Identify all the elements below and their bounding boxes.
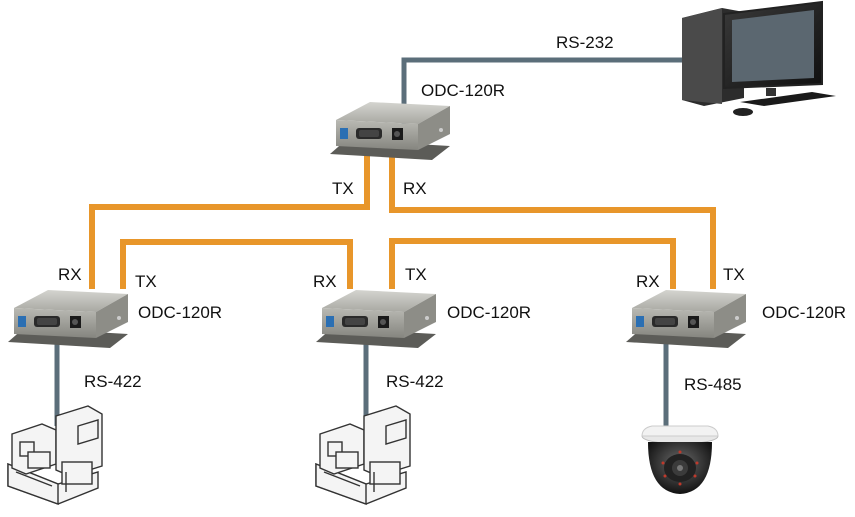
odc-converter-hub-icon [330,102,450,160]
fiber-left-tx-to-middle-rx [120,239,353,289]
odc-converter-left-icon [8,290,128,348]
odc-converter-middle-icon [316,290,436,348]
hub-rx-label: RX [403,179,427,198]
fiber-hub-tx-to-left-rx [89,146,370,289]
middle-model-label: ODC-120R [447,303,532,322]
hub-model-label: ODC-120R [421,81,506,100]
left-model-label: ODC-120R [138,303,223,322]
rs232-label: RS-232 [556,33,614,52]
rs232-cable [401,57,690,124]
hub-tx-label: TX [332,179,354,198]
middle-tx-label: TX [405,265,427,284]
right-model-label: ODC-120R [762,303,847,322]
industrial-machine-middle-icon [315,405,411,505]
desktop-computer-icon [682,0,836,116]
odc-converter-right-icon [626,290,746,348]
dome-camera-icon [641,425,719,494]
middle-rx-label: RX [313,272,337,291]
right-serial-label: RS-485 [684,375,742,394]
fiber-right-tx-to-hub-rx [389,146,716,289]
right-tx-label: TX [723,265,745,284]
right-rx-label: RX [636,272,660,291]
left-rx-label: RX [58,265,82,284]
fiber-middle-tx-to-right-rx [389,238,676,289]
left-tx-label: TX [135,272,157,291]
middle-serial-label: RS-422 [386,372,444,391]
left-serial-label: RS-422 [84,372,142,391]
